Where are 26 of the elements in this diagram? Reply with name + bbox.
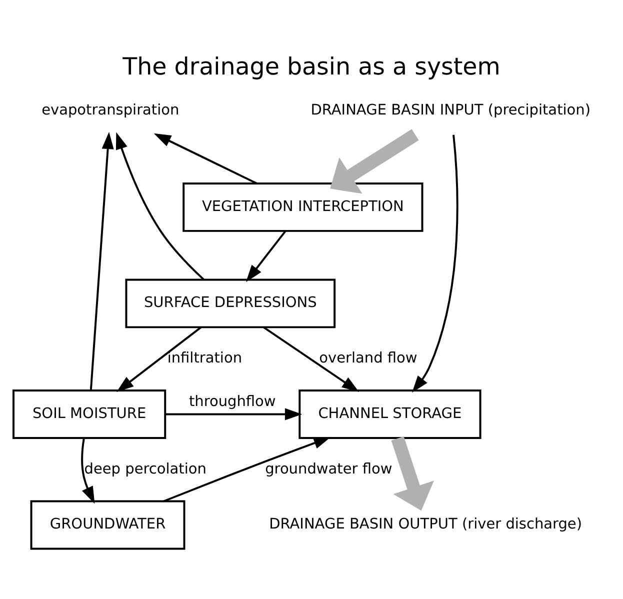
node-box: GROUNDWATER: [30, 500, 186, 550]
edge-label: overland flow: [319, 350, 418, 367]
node-text: DRAINAGE BASIN OUTPUT (river discharge): [269, 516, 582, 533]
node-text: DRAINAGE BASIN INPUT (precipitation): [310, 102, 591, 119]
arrow: [154, 133, 257, 184]
arrow: [81, 438, 95, 504]
node-text: evapotranspiration: [42, 102, 180, 119]
arrow: [116, 326, 202, 392]
node-box: SOIL MOISTURE: [12, 390, 166, 439]
arrow: [246, 230, 286, 282]
arrow: [330, 129, 419, 194]
arrow: [391, 436, 434, 511]
node-box: SURFACE DEPRESSIONS: [125, 278, 336, 328]
arrow: [116, 132, 204, 280]
arrow: [90, 132, 114, 391]
edge-label: infiltration: [167, 350, 242, 367]
edge-label: deep percolation: [84, 461, 206, 478]
edge-label: throughflow: [188, 394, 276, 410]
arrow: [263, 326, 360, 392]
arrow: [412, 134, 458, 393]
edge-label: groundwater flow: [265, 461, 392, 478]
arrow: [165, 408, 302, 420]
node-box: VEGETATION INTERCEPTION: [182, 182, 424, 232]
diagram-title: The drainage basin as a system: [122, 52, 500, 81]
arrow: [164, 436, 331, 502]
node-box: CHANNEL STORAGE: [298, 390, 482, 439]
